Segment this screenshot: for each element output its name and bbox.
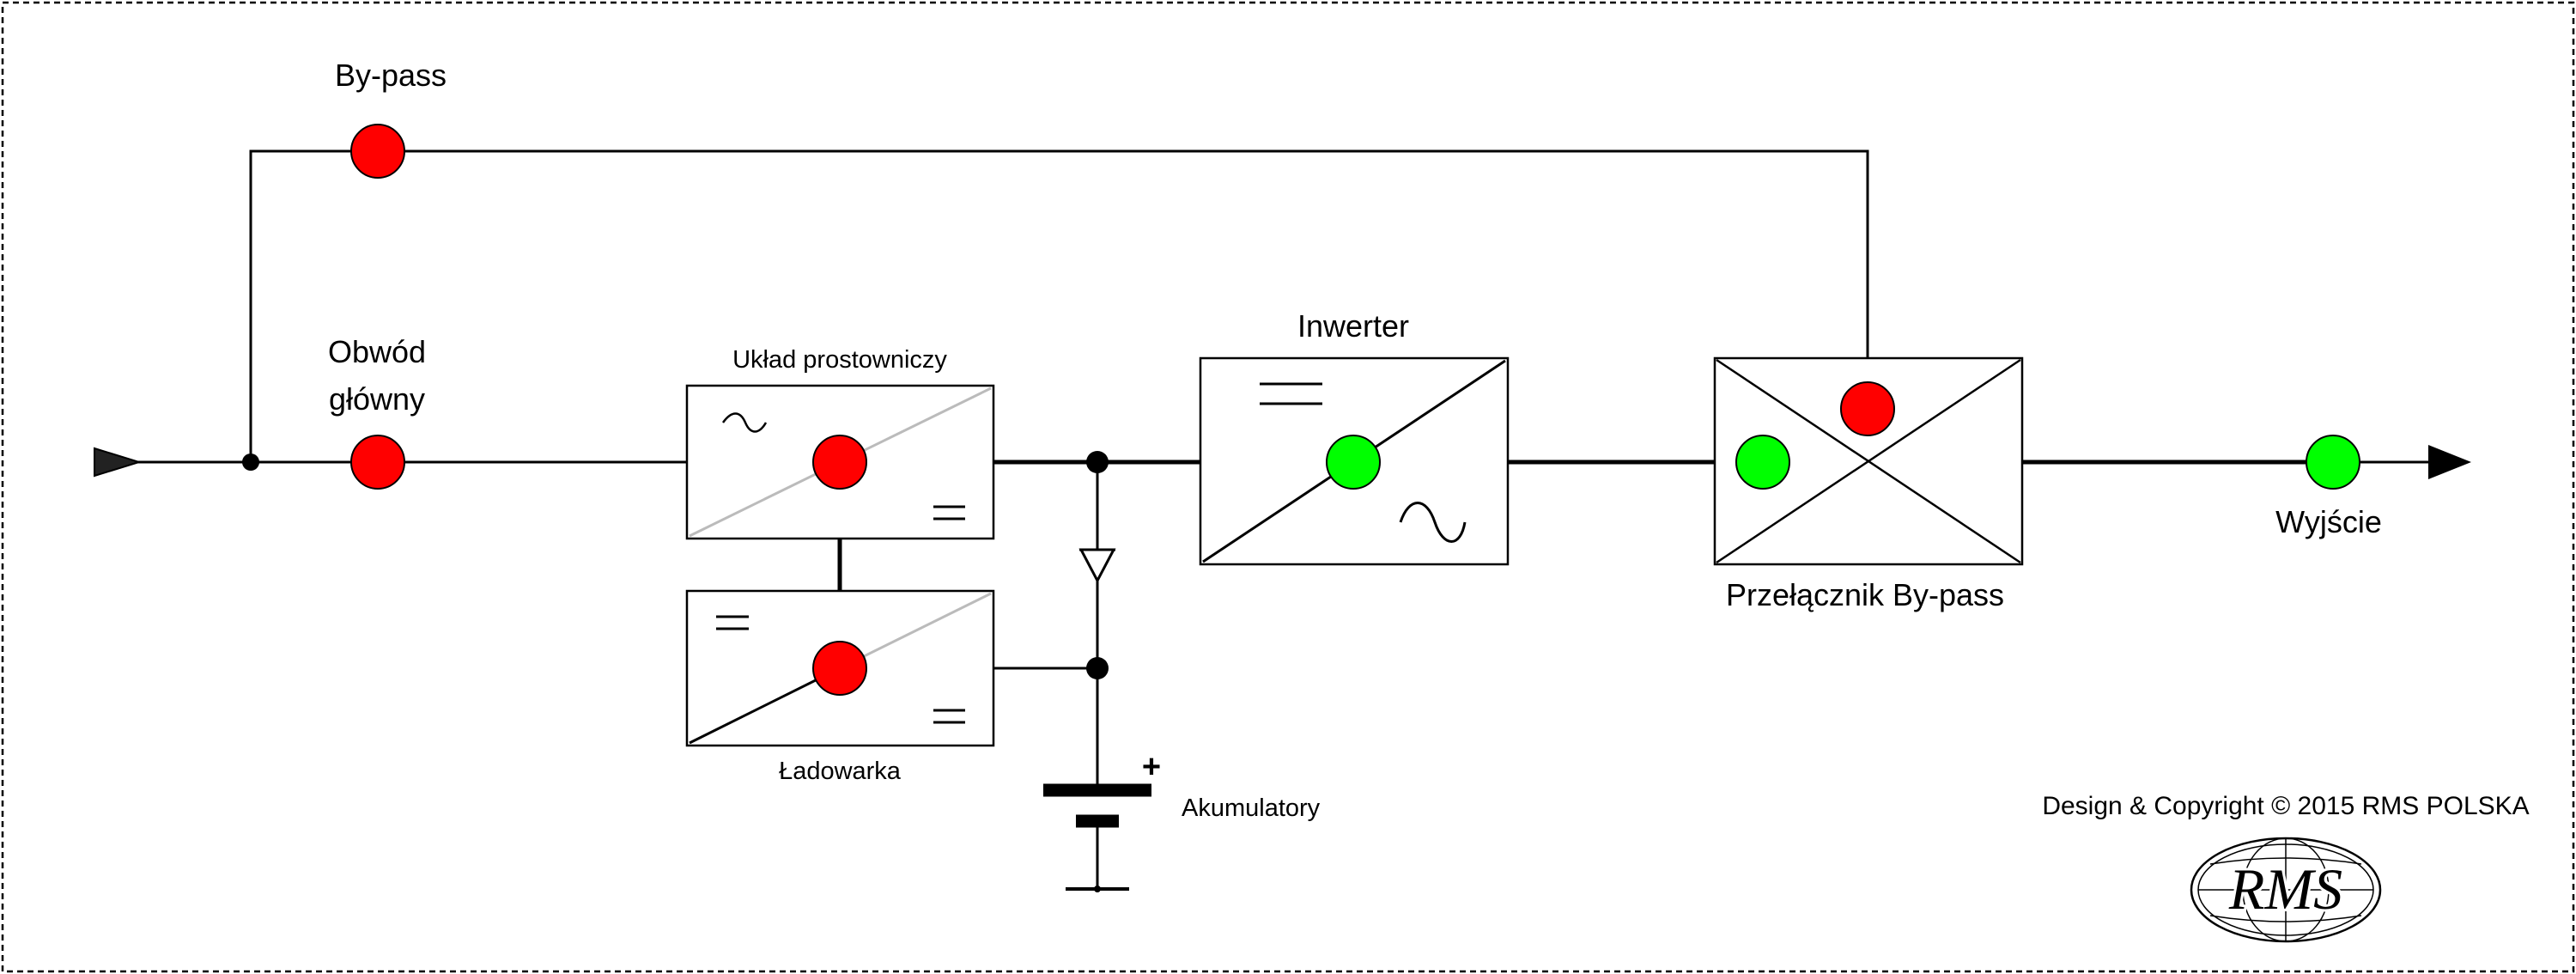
output-label: Wyjście [2275, 504, 2382, 539]
rectifier-label: Układ prostowniczy [732, 346, 947, 374]
main-circuit-indicator [350, 435, 405, 490]
switch-inverter-indicator [1735, 435, 1790, 490]
ac-wave-icon [721, 412, 768, 433]
main-circuit-label-line2: główny [329, 381, 425, 417]
battery-plus-label: + [1142, 749, 1161, 785]
output-arrow-icon [2428, 445, 2471, 479]
rectifier-indicator [812, 435, 867, 490]
bypass-indicator [350, 124, 405, 179]
output-indicator [2306, 435, 2360, 490]
inverter-indicator [1326, 435, 1381, 490]
bypass-wire [249, 149, 1869, 462]
switch-bypass-indicator [1840, 381, 1895, 436]
diode-icon [1078, 548, 1116, 584]
charger-box-diagonal-dark [689, 667, 841, 745]
ac-wave-icon [1399, 502, 1467, 543]
batteries-label: Akumulatory [1182, 794, 1321, 822]
charger-label: Ładowarka [779, 758, 902, 785]
bypass-label: By-pass [335, 58, 447, 93]
battery-ground-dot [1094, 886, 1101, 892]
charger-indicator [812, 641, 867, 696]
bypass-switch-label: Przełącznik By-pass [1726, 577, 2004, 612]
charger-junction [1086, 657, 1109, 679]
rms-logo: RMS [2190, 837, 2382, 943]
input-arrow-icon [94, 447, 143, 478]
charger-box-diagonal-light [839, 592, 992, 670]
copyright-label: Design & Copyright © 2015 RMS POLSKA [2042, 792, 2529, 820]
bypass-switch-diagonal-2 [1716, 358, 2021, 564]
rms-logo-text: RMS [2228, 856, 2342, 922]
main-circuit-label: Obwód [328, 334, 426, 369]
inverter-label: Inwerter [1297, 308, 1409, 344]
